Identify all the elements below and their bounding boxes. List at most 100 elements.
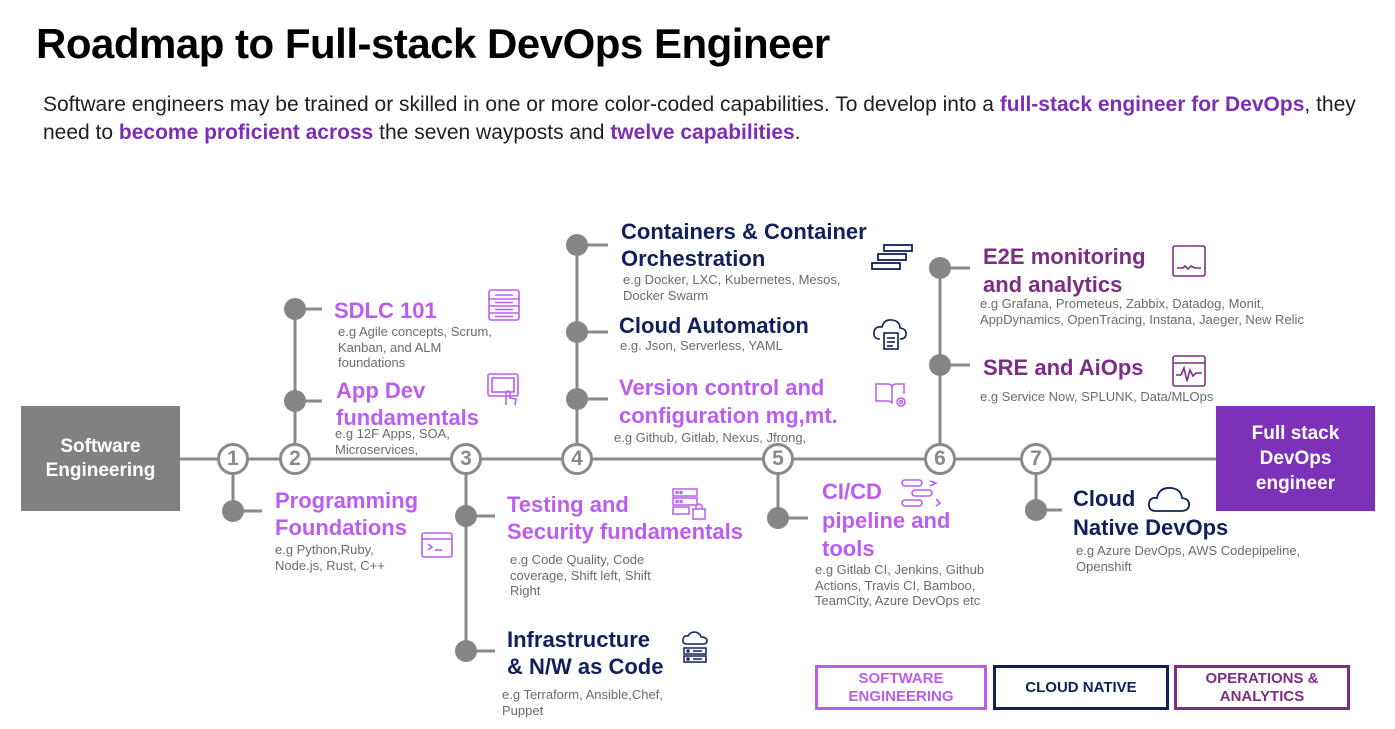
branch-dot [284, 298, 306, 320]
title-line: Containers & Container [621, 219, 867, 244]
waypost-1: 1 [217, 443, 249, 475]
waypost-5: 5 [762, 443, 794, 475]
example-line: Puppet [502, 702, 544, 718]
example-line: Kanban, and ALM [338, 339, 442, 355]
title-line: Native DevOps [1073, 514, 1229, 540]
pipeline-arrows-icon [901, 479, 942, 507]
example-line: Docker Swarm [623, 287, 709, 303]
capability-infra-examples: e.g Terraform, Ansible,Chef,Puppet [502, 687, 663, 718]
capability-sdlc-examples: e.g Agile concepts, Scrum,Kanban, and AL… [338, 324, 492, 371]
cloud-outline-icon [1147, 487, 1191, 512]
monitor-pulse-icon [1172, 355, 1206, 387]
capability-cloud-automation-examples: e.g. Json, Serverless, YAML [620, 338, 783, 354]
title-line: Foundations [275, 515, 407, 540]
end-box-line-3: engineer [1255, 473, 1336, 494]
title-line: App Dev [336, 378, 426, 403]
title-line: Security fundamentals [507, 519, 743, 544]
title-line: tools [822, 536, 875, 561]
title-line: Orchestration [621, 246, 766, 271]
example-line: e.g Grafana, Prometeus, Zabbix, Datadog,… [980, 296, 1264, 311]
capability-e2e-examples: e.g Grafana, Prometeus, Zabbix, Datadog,… [980, 296, 1304, 327]
capability-version-control-examples: e.g Github, Gitlab, Nexus, Jfrong, [614, 430, 806, 446]
capability-e2e-title: E2E monitoring and analytics [983, 243, 1146, 299]
waypost-7: 7 [1020, 443, 1052, 475]
server-list-icon [488, 289, 520, 321]
example-line: Openshift [1076, 558, 1132, 574]
intro-part-4: . [794, 121, 801, 144]
intro-part-2: , they need to [43, 93, 1356, 144]
start-box-line-2: Engineering [45, 459, 156, 481]
example-line: e.g Agile concepts, Scrum, [338, 324, 492, 339]
intro-highlight-2: become proficient across [118, 121, 374, 144]
example-line: e.g Terraform, Ansible,Chef, [502, 687, 663, 702]
legend-line: SOFTWARE [858, 669, 944, 687]
branch-dot [455, 640, 477, 662]
intro-part-3: the seven wayposts and [373, 121, 611, 144]
example-line: Microservices, [335, 441, 419, 457]
example-line: AppDynamics, OpenTracing, Instana, Jaege… [980, 311, 1304, 327]
example-line: e.g Python,Ruby, [275, 542, 374, 557]
capability-version-control-title: Version control and configuration mg,mt. [619, 374, 838, 430]
intro-highlight-3: twelve capabilities [610, 121, 795, 144]
branch-dot [284, 390, 306, 412]
end-box-line-2: DevOps [1259, 448, 1332, 469]
title-line: Infrastructure [507, 627, 651, 652]
example-line: e.g Docker, LXC, Kubernetes, Mesos, [623, 272, 841, 287]
capability-appdev-examples: e.g 12F Apps, SOA,Microservices, [335, 426, 450, 457]
title-line: E2E monitoring [983, 244, 1146, 269]
title-line: pipeline and [822, 507, 951, 533]
title-line: Programming [275, 488, 419, 513]
title-line: configuration mg,mt. [619, 403, 838, 428]
title-line: and analytics [983, 272, 1123, 297]
title-line: CI/CD [822, 479, 882, 504]
cloud-document-icon [873, 319, 907, 350]
book-gear-icon [875, 383, 906, 407]
capability-cloud-native-examples: e.g Azure DevOps, AWS Codepipeline,Opens… [1076, 543, 1300, 574]
waypost-3: 3 [450, 443, 482, 475]
title-line: Version control and [619, 375, 825, 400]
page-title: Roadmap to Full-stack DevOps Engineer [36, 20, 830, 67]
example-line: Actions, Travis CI, Bamboo, [815, 577, 976, 593]
branch-dot [1025, 499, 1047, 521]
waypost-6: 6 [924, 443, 956, 475]
example-line: foundations [338, 355, 406, 370]
capability-cloud-automation-title: Cloud Automation [619, 313, 809, 338]
legend-line: OPERATIONS & [1205, 669, 1319, 687]
capability-programming-examples: e.g Python,Ruby,Node.js, Rust, C++ [275, 542, 385, 573]
stack-layers-icon [871, 244, 913, 270]
title-line: fundamentals [336, 405, 480, 430]
title-line: Testing and [507, 492, 629, 517]
branch-dot [566, 234, 588, 256]
example-line: e.g 12F Apps, SOA, [335, 426, 450, 441]
branch-dot [222, 500, 244, 522]
example-line: e.g Service Now, SPLUNK, Data/MLOps [980, 389, 1214, 404]
branch-dot [566, 388, 588, 410]
title-line: Cloud [1073, 486, 1136, 511]
capability-containers-examples: e.g Docker, LXC, Kubernetes, Mesos,Docke… [623, 272, 841, 303]
branch-dot [455, 505, 477, 527]
title-line: & N/W as Code [507, 654, 664, 679]
terminal-icon [421, 532, 453, 558]
example-line: e.g Gitlab CI, Jenkins, Github [815, 562, 985, 577]
capability-cicd-title: CI/CD pipeline and tools [822, 478, 950, 564]
end-box-line-1: Full stack [1251, 423, 1340, 444]
branch-dot [929, 354, 951, 376]
legend-cloud-native: CLOUD NATIVE [993, 665, 1169, 710]
legend-line: CLOUD NATIVE [1025, 678, 1137, 696]
example-line: Right [510, 583, 541, 598]
monitor-chart-icon [1172, 245, 1206, 277]
intro-text: Software engineers may be trained or ski… [43, 91, 1363, 147]
waypost-4: 4 [561, 443, 593, 475]
intro-highlight-1: full-stack engineer for DevOps [999, 93, 1305, 116]
branch-dot [767, 507, 789, 529]
start-box-line-1: Software [60, 435, 141, 457]
